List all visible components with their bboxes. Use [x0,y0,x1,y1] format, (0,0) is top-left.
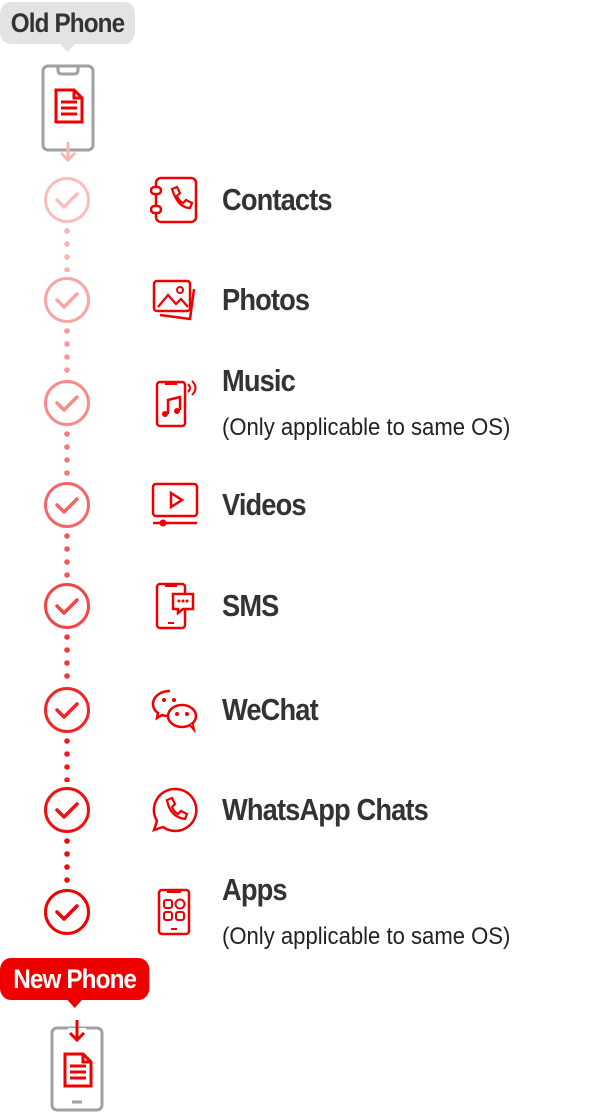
item-note: (Only applicable to same OS) [222,414,511,441]
connector-dots [64,838,70,883]
new-phone-icon [50,1020,104,1112]
connector-dots [64,431,70,476]
wechat-icon [151,689,198,734]
connector-dots [64,533,70,578]
check-circle-icon [44,787,90,833]
new-phone-label: New Phone [0,958,150,1008]
check-circle-icon [44,277,90,323]
item-label: SMS [222,588,279,623]
item-label: Videos [222,487,307,522]
video-player-icon [151,482,199,527]
music-phone-icon [155,380,197,428]
apps-phone-icon [157,888,191,936]
photos-icon [152,279,196,321]
item-label: WhatsApp Chats [222,792,429,827]
item-label: Photos [222,282,310,317]
check-circle-icon [44,687,90,733]
item-note: (Only applicable to same OS) [222,923,511,950]
item-label: Music [222,363,296,398]
connector-dots [64,328,70,373]
connector-dots [64,634,70,679]
sms-phone-icon [155,582,195,630]
check-circle-icon [44,583,90,629]
check-circle-icon [44,380,90,426]
check-circle-icon [44,482,90,528]
whatsapp-icon [152,787,198,833]
connector-dots [64,228,70,272]
contacts-book-icon [150,176,198,224]
connector-dots [64,738,70,782]
item-label: Apps [222,872,288,907]
check-circle-icon [44,889,90,935]
check-circle-icon [44,177,90,223]
item-label: Contacts [222,182,333,217]
old-phone-icon [41,64,95,163]
item-label: WeChat [222,692,319,727]
old-phone-label: Old Phone [0,2,135,52]
